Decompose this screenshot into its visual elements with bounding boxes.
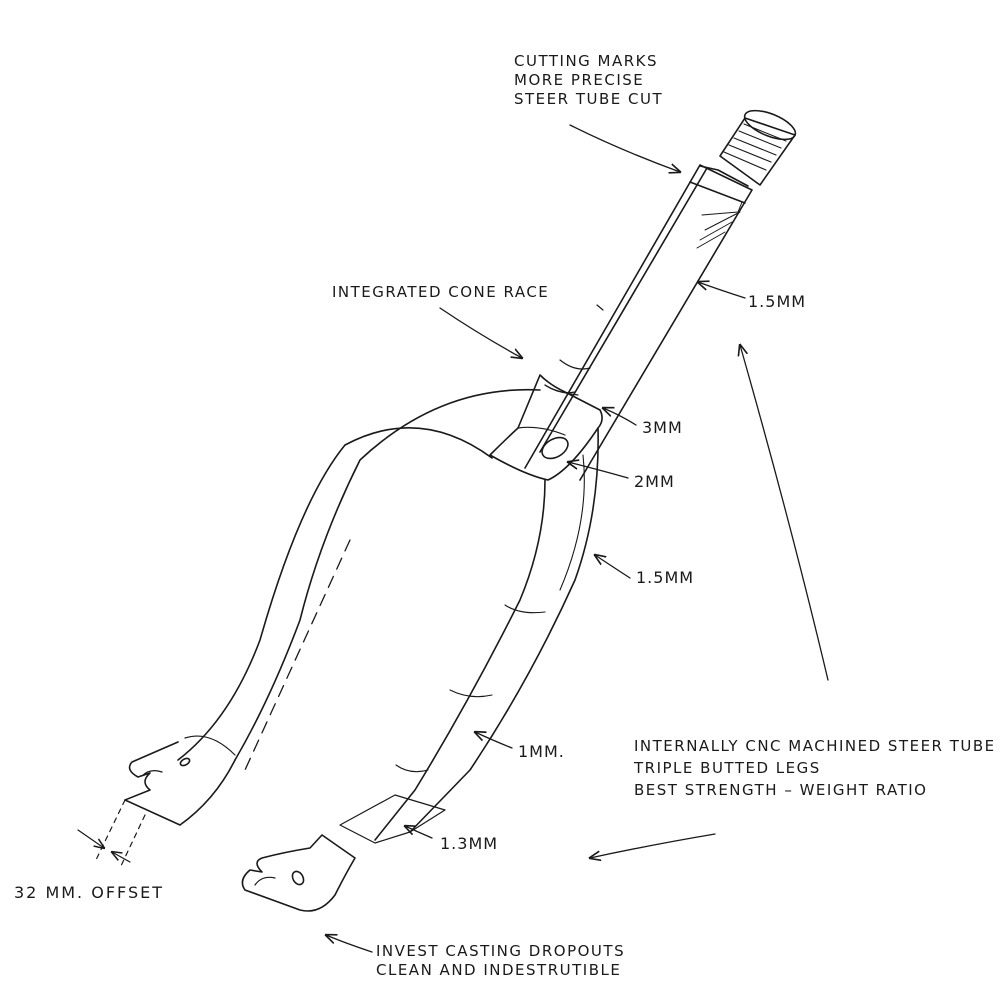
features-line-1: INTERNALLY CNC MACHINED STEER TUBE [634,737,996,755]
steer-wall-label: 1.5MM [748,292,807,311]
cutting-marks-note: CUTTING MARKS MORE PRECISE STEER TUBE CU… [514,52,663,109]
offset-label: 32 MM. OFFSET [14,883,164,902]
cutting-marks-line-3: STEER TUBE CUT [514,90,664,108]
crown-upper-wall-label: 3MM [642,418,683,437]
dropouts-line-1: INVEST CASTING DROPOUTS [376,942,626,960]
features-line-3: BEST STRENGTH – WEIGHT RATIO [634,781,928,799]
dropouts-line-2: CLEAN AND INDESTRUTIBLE [376,961,622,979]
leg-upper-wall-label: 1.5MM [636,568,695,587]
fork-crown [489,374,603,481]
left-dropout [124,741,236,826]
offset-dimension [77,799,146,869]
annotation-arrows [326,124,829,953]
cutting-marks-line-1: CUTTING MARKS [514,52,659,70]
right-dropout [241,834,356,912]
dropouts-note: INVEST CASTING DROPOUTS CLEAN AND INDEST… [376,942,625,980]
leg-middle-wall-label: 1MM. [518,742,565,761]
leg-lower-wall-label: 1.3MM [440,834,499,853]
crown-lower-wall-label: 2MM [634,472,675,491]
right-fork-leg [339,427,599,844]
cone-race-note: INTEGRATED CONE RACE [332,283,550,301]
features-note: INTERNALLY CNC MACHINED STEER TUBE TRIPL… [634,735,996,801]
features-line-2: TRIPLE BUTTED LEGS [634,759,821,777]
cutting-marks-line-2: MORE PRECISE [514,71,645,89]
threaded-steerer-top [696,109,797,249]
left-fork-leg [177,388,541,771]
